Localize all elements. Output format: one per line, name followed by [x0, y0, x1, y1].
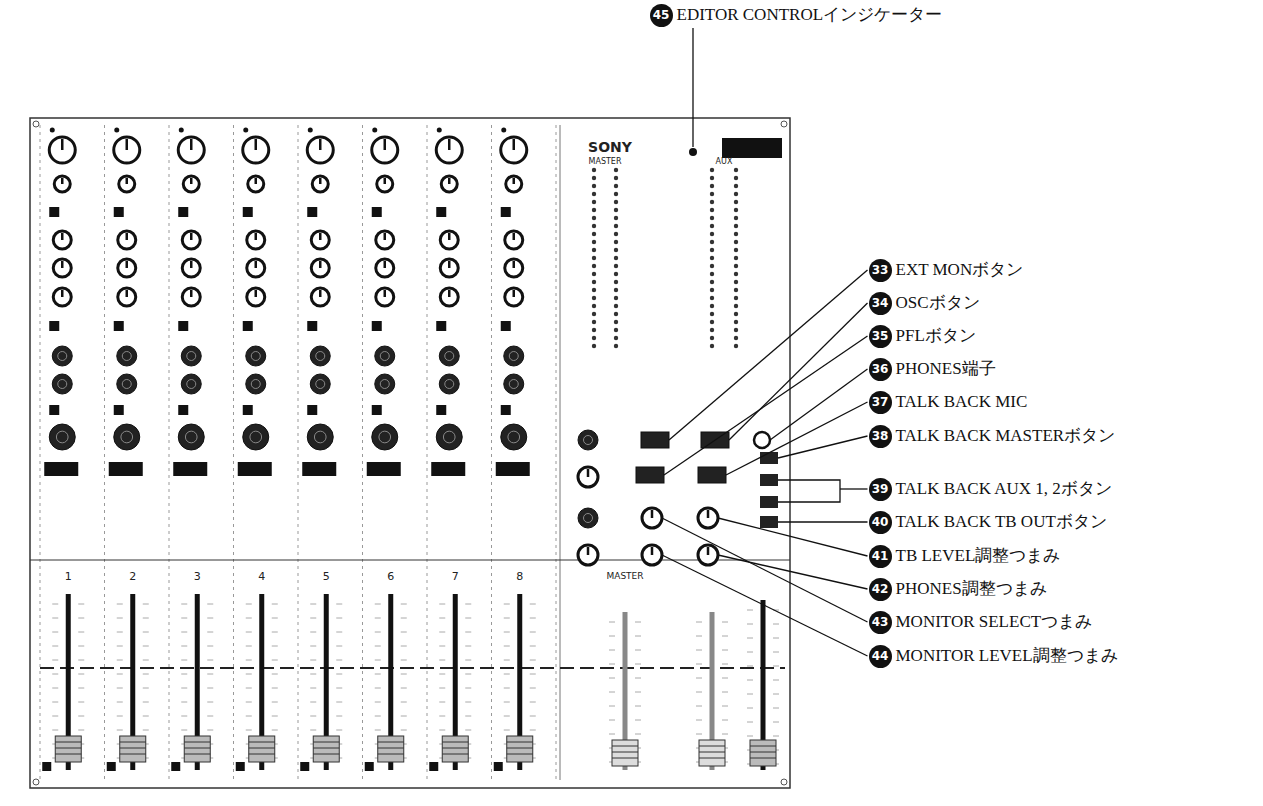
callout-number: 39	[869, 478, 892, 501]
callout-text: 38	[872, 430, 889, 442]
channel-number: 5	[323, 571, 330, 583]
fader-label: MASTER	[606, 572, 643, 582]
leader-line	[729, 303, 868, 440]
callout-label: TALK BACK MASTERボタン	[896, 427, 1116, 446]
leader-lines	[662, 28, 868, 656]
channel-number: 8	[516, 571, 523, 583]
callout-label: TALK BACK MIC	[896, 393, 1028, 412]
callout-number: 36	[869, 358, 892, 381]
leader-line	[662, 555, 868, 656]
callout-text: 42	[872, 583, 889, 595]
channel-number: 4	[258, 571, 265, 583]
callout-text: 37	[872, 396, 889, 408]
callout-number: 38	[869, 425, 892, 448]
callout-number: 34	[869, 292, 892, 315]
channel-number: 2	[129, 571, 136, 583]
callout-text: 34	[872, 297, 889, 309]
callout-text: 43	[872, 616, 889, 628]
leader-line	[840, 488, 868, 489]
callout-number: 37	[869, 391, 892, 414]
meter-label: MASTER	[589, 158, 622, 167]
leader-line	[778, 521, 868, 522]
callout-label: PHONES端子	[896, 360, 996, 379]
callout-number: 33	[869, 259, 892, 282]
channel-number: 1	[65, 571, 72, 583]
callout-label: TALK BACK AUX 1, 2ボタン	[896, 480, 1112, 499]
mixer-panel	[30, 118, 790, 788]
callout-text: 44	[872, 650, 889, 662]
leader-line	[770, 369, 868, 440]
callout-label: MONITOR LEVEL調整つまみ	[896, 647, 1118, 666]
callout-text: 36	[872, 363, 889, 375]
leader-line	[778, 436, 868, 458]
callout-number: 42	[869, 578, 892, 601]
callout-number: 44	[869, 645, 892, 668]
channel-number: 7	[452, 571, 459, 583]
callout-label: EDITOR CONTROLインジケーター	[677, 6, 943, 25]
callout-text: 35	[872, 330, 889, 342]
meter-label: AUX	[716, 158, 733, 167]
callout-number: 35	[869, 325, 892, 348]
leader-line	[726, 402, 868, 475]
leader-line	[692, 28, 693, 147]
callout-label: TB LEVEL調整つまみ	[896, 547, 1061, 566]
callout-text: 45	[653, 9, 670, 21]
callout-number: 41	[869, 545, 892, 568]
leader-line	[664, 336, 868, 475]
callout-number: 45	[650, 4, 673, 27]
callout-number: 43	[869, 611, 892, 634]
callout-label: OSCボタン	[896, 294, 980, 313]
callout-label: MONITOR SELECTつまみ	[896, 613, 1093, 632]
callout-label: PFLボタン	[896, 327, 976, 346]
callout-label: TALK BACK TB OUTボタン	[896, 513, 1107, 532]
callout-text: 40	[872, 516, 889, 528]
callout-text: 41	[872, 550, 889, 562]
brand-logo: SONY	[588, 140, 632, 155]
callout-text: 33	[872, 264, 889, 276]
leader-line	[778, 480, 840, 502]
leader-line	[718, 518, 868, 556]
callout-label: EXT MONボタン	[896, 261, 1024, 280]
leader-line	[669, 270, 868, 440]
channel-number: 3	[194, 571, 201, 583]
callout-text: 39	[872, 483, 889, 495]
callout-number: 40	[869, 511, 892, 534]
channel-number: 6	[387, 571, 394, 583]
callout-label: PHONES調整つまみ	[896, 580, 1047, 599]
